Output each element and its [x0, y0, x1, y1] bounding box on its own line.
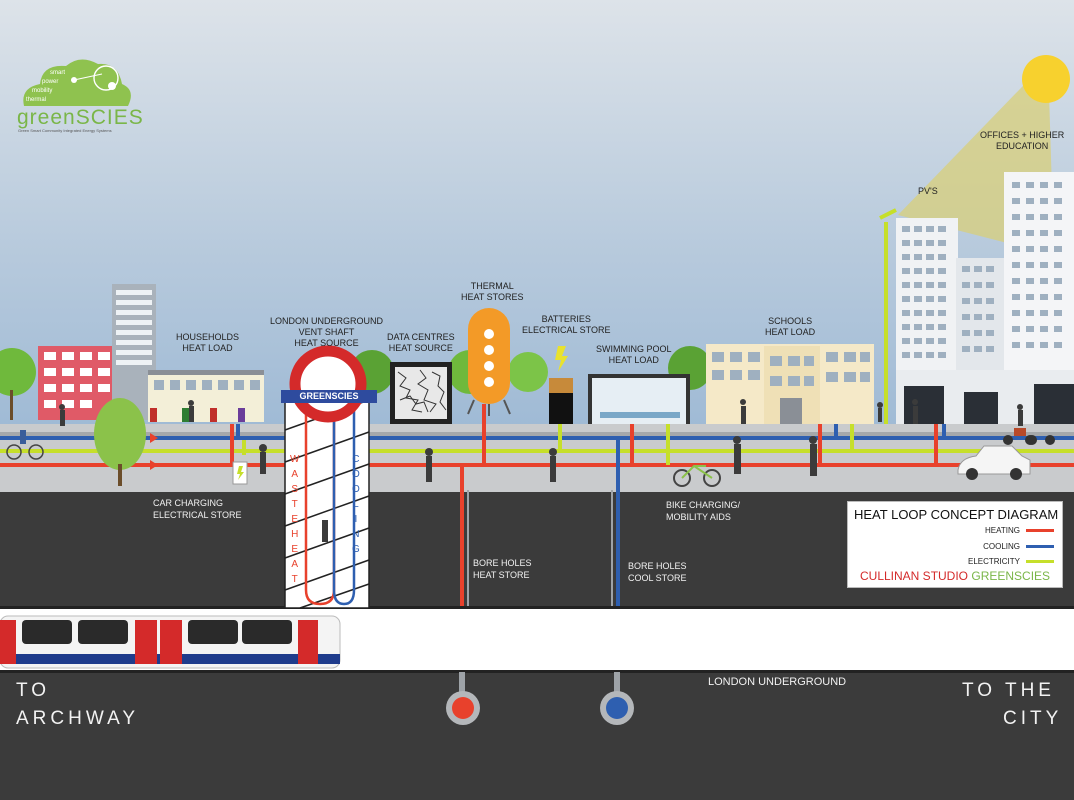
to-archway-line2: ARCHWAY [16, 708, 139, 729]
legend-item-heating: HEATING [985, 526, 1054, 535]
logo-word-3: mobility [32, 88, 53, 94]
cooling-swatch [1026, 545, 1054, 548]
logo-tagline: Green Smart Community Integrated Energy … [18, 128, 112, 133]
pvs-label: PV'S [918, 186, 938, 196]
to-the-city-line1: TO THE [962, 680, 1055, 701]
legend-item-electricity: ELECTRICITY [968, 557, 1054, 566]
legend-title: HEAT LOOP CONCEPT DIAGRAM [854, 507, 1059, 522]
logo-word-4: thermal [26, 97, 47, 103]
legend-credit: CULLINAN STUDIO GREENSCIES [860, 569, 1050, 583]
underground-roundel-label: GREENSCIES [281, 390, 377, 403]
credit-studio: CULLINAN STUDIO [860, 569, 969, 583]
sun-icon [1022, 55, 1070, 103]
logo-word-1: smart [50, 70, 65, 76]
heating-swatch [1026, 529, 1054, 532]
to-archway-line1: TO [16, 680, 51, 701]
legend-box: HEAT LOOP CONCEPT DIAGRAM HEATING COOLIN… [847, 501, 1063, 588]
legend-item-cooling: COOLING [983, 542, 1054, 551]
logo-wordmark: greenSCIES [17, 106, 144, 129]
london-underground-label: LONDON UNDERGROUND [708, 676, 847, 688]
logo-word-2: power [42, 79, 59, 85]
to-the-city-line2: CITY [1003, 708, 1063, 729]
credit-greenscies: GREENSCIES [971, 569, 1051, 583]
bike-charging-label: BIKE CHARGING/MOBILITY AIDS [666, 500, 741, 522]
logo-cloud-icon [23, 59, 131, 106]
electricity-swatch [1026, 560, 1054, 563]
